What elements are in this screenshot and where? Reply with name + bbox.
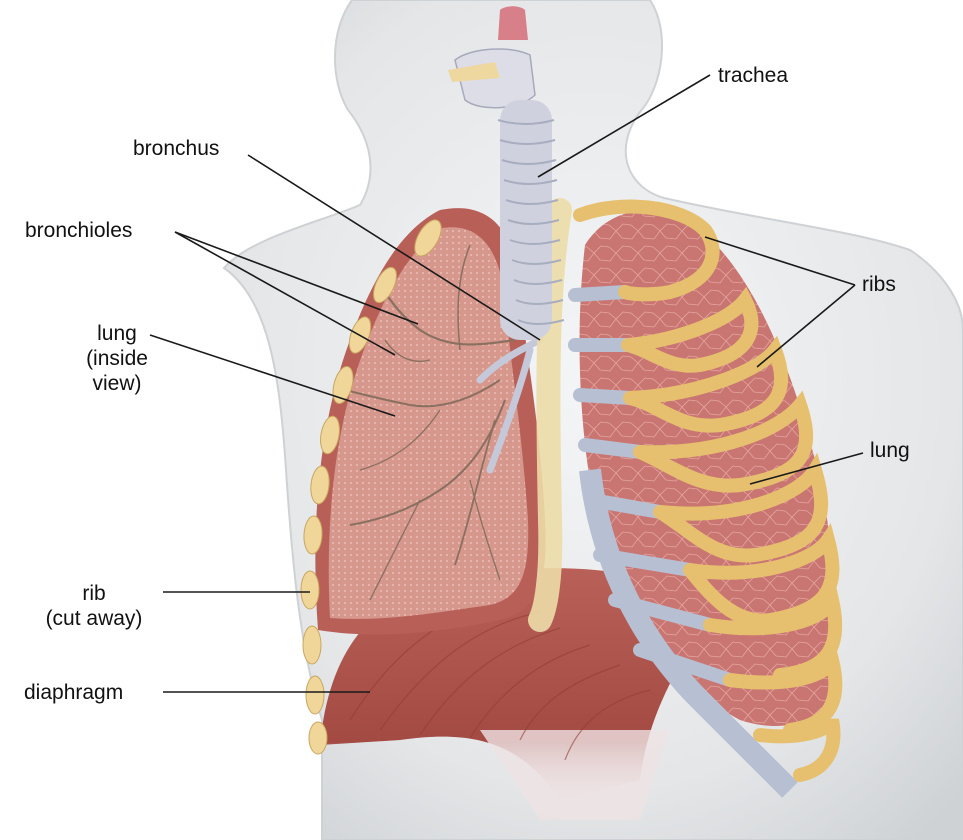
label-rib-cut-away: rib (cut away) [28, 581, 160, 631]
label-bronchus: bronchus [133, 136, 219, 161]
label-lung-inside-view: lung (inside view) [72, 321, 162, 396]
label-bronchioles: bronchioles [25, 218, 132, 243]
label-trachea: trachea [718, 63, 788, 88]
label-rib-cut-line2: (cut away) [28, 606, 160, 631]
label-ribs: ribs [862, 272, 896, 297]
label-lung: lung [870, 438, 910, 463]
label-rib-cut-line1: rib [28, 581, 160, 606]
label-lung-inside-line1: lung [72, 321, 162, 346]
label-diaphragm: diaphragm [24, 680, 123, 705]
label-lung-inside-line2: (inside [72, 346, 162, 371]
label-lung-inside-line3: view) [72, 371, 162, 396]
